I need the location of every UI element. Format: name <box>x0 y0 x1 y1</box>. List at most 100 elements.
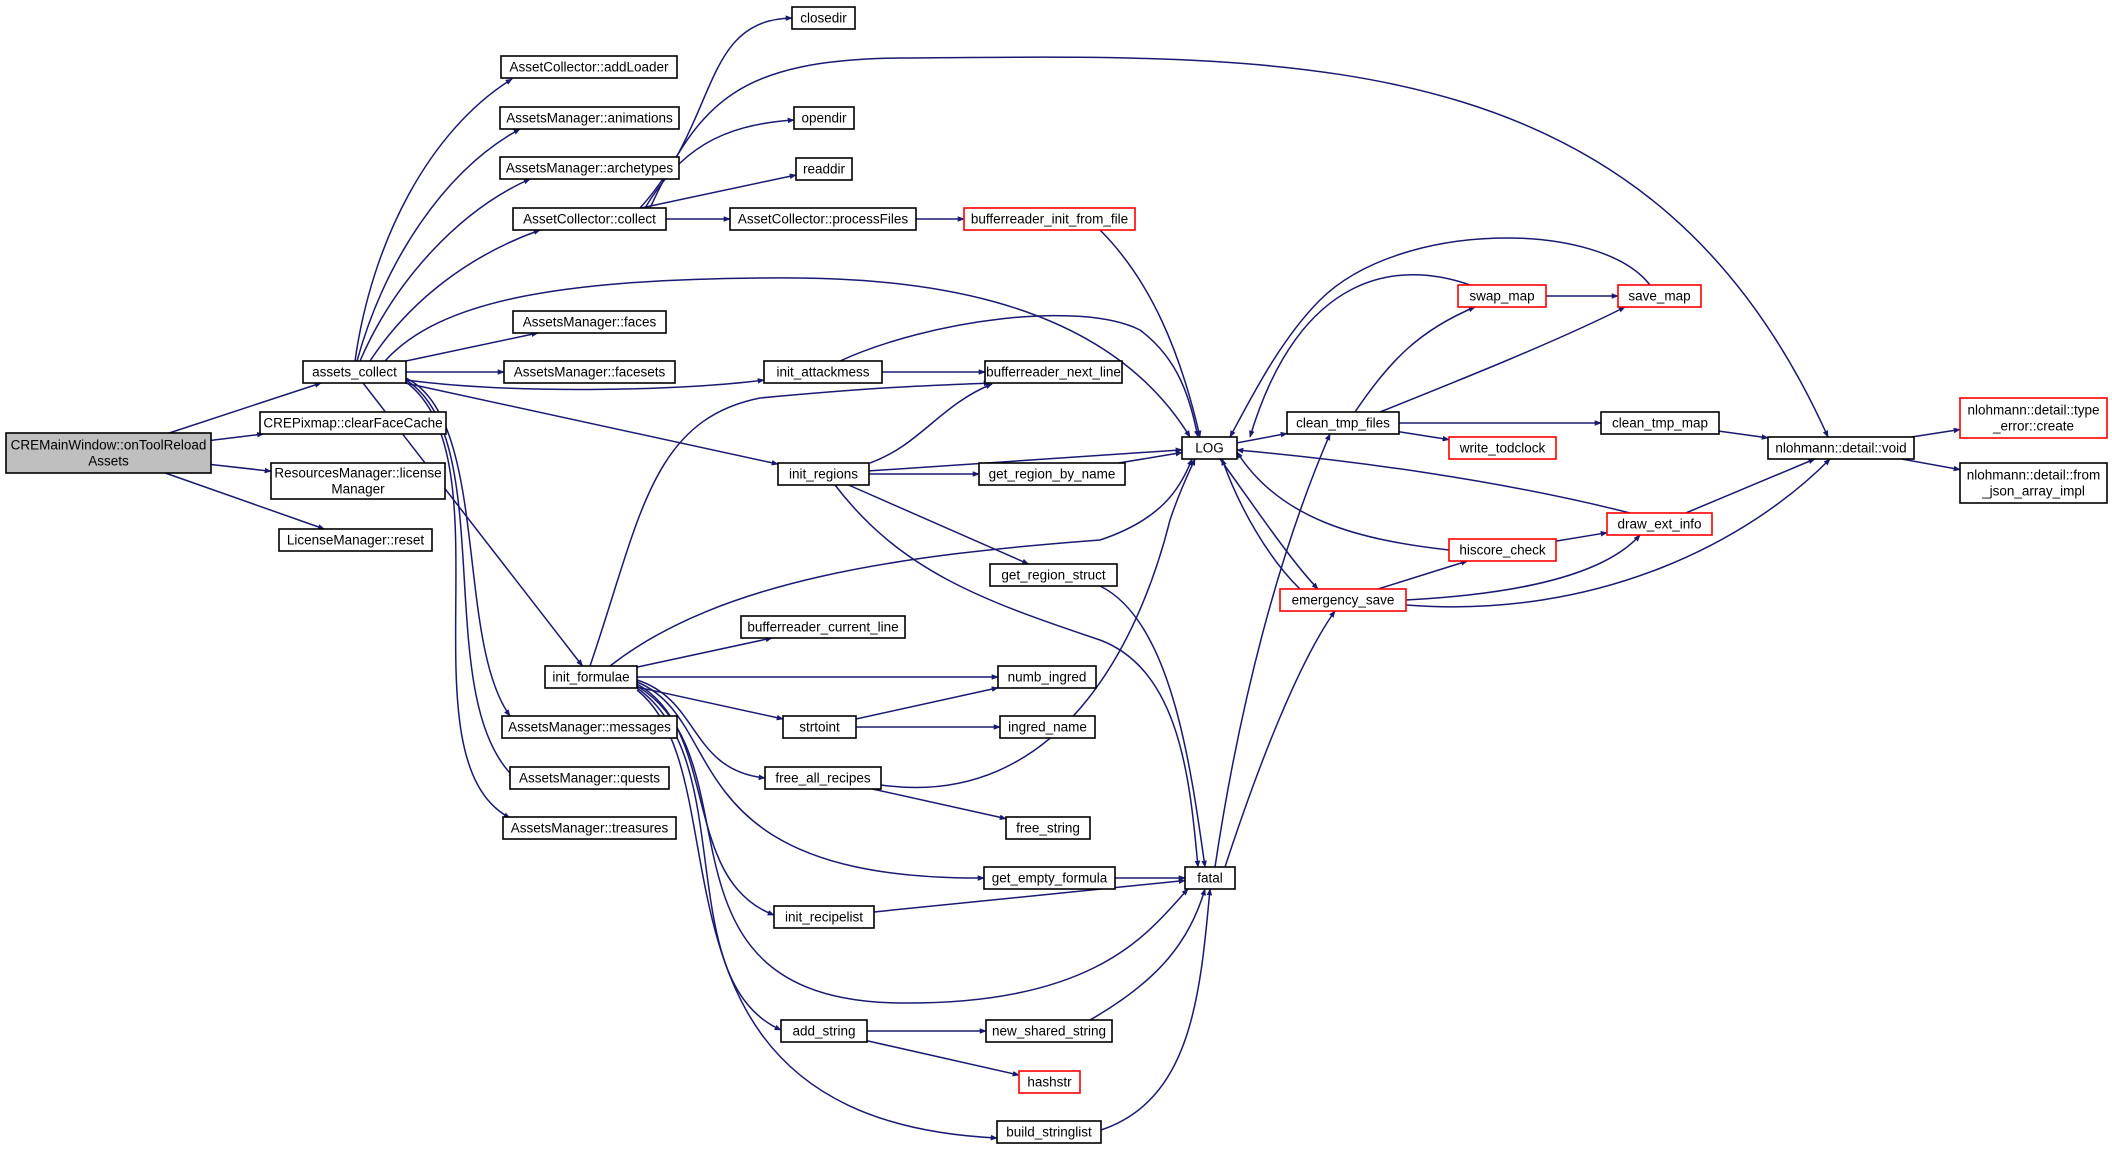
edge-init_formulae-to-init_recipelist <box>636 683 775 916</box>
node-box <box>763 360 883 384</box>
edge-line <box>210 463 272 474</box>
node-assetsmanager-quests[interactable]: AssetsManager::quests <box>509 766 670 790</box>
edge-init_regions-to-bufferreader_next_line <box>869 383 993 464</box>
node-fatal[interactable]: fatal <box>1184 866 1236 890</box>
node-assetcollector-addloader[interactable]: AssetCollector::addLoader <box>500 55 678 79</box>
edge-root-to-crepixmap_clearfacecache <box>210 431 265 442</box>
node-label: swap_map <box>1469 289 1534 304</box>
node-licensemanager-reset[interactable]: LicenseManager::reset <box>278 528 433 552</box>
node-box <box>500 55 678 79</box>
node-save-map[interactable]: save_map <box>1617 284 1702 308</box>
node-label: AssetsManager::archetypes <box>506 161 674 176</box>
node-box <box>503 360 676 384</box>
node-box <box>1600 411 1720 435</box>
node-nlohmann-from-json-array-impl[interactable]: nlohmann::detail::from_json_array_impl <box>1959 462 2108 504</box>
node-init-formulae[interactable]: init_formulae <box>544 665 638 689</box>
edge-log-to-emergency_save <box>1219 458 1319 590</box>
node-init-recipelist[interactable]: init_recipelist <box>773 905 875 929</box>
node-assetsmanager-animations[interactable]: AssetsManager::animations <box>499 106 680 130</box>
node-box <box>740 615 906 639</box>
node-closedir[interactable]: closedir <box>791 6 856 30</box>
edge-emergency_save-to-hiscore_check <box>1377 560 1469 590</box>
node-nlohmann-type-error-create[interactable]: nlohmann::detail::type_error::create <box>1959 397 2108 439</box>
node-box <box>773 905 875 929</box>
edge-assets_collect-to-assetsmanager_archetypes <box>359 178 531 362</box>
node-assetsmanager-archetypes[interactable]: AssetsManager::archetypes <box>499 156 680 180</box>
node-free-string[interactable]: free_string <box>1005 816 1091 840</box>
node-assetcollector-processfiles[interactable]: AssetCollector::processFiles <box>729 207 917 231</box>
node-box <box>780 1019 868 1043</box>
node-label: AssetsManager::animations <box>506 111 673 126</box>
node-box <box>302 360 407 384</box>
node-strtoint[interactable]: strtoint <box>782 715 857 739</box>
edge-line <box>1118 450 1183 464</box>
node-assetsmanager-facesets[interactable]: AssetsManager::facesets <box>503 360 676 384</box>
edge-assets_collect-to-assetsmanager_treasures <box>405 381 511 819</box>
edge-strtoint-to-numb_ingred <box>855 686 999 720</box>
node-bufferreader-init-from-file[interactable]: bufferreader_init_from_file <box>963 207 1136 231</box>
node-clean-tmp-map[interactable]: clean_tmp_map <box>1600 411 1720 435</box>
node-label: readdir <box>803 162 846 177</box>
edge-init_formulae-to-fatal <box>636 685 1189 1004</box>
node-numb-ingred[interactable]: numb_ingred <box>997 665 1097 689</box>
edge-emergency_save-to-draw_ext_info <box>1405 534 1641 601</box>
node-label: init_regions <box>789 467 858 482</box>
edge-init_attackmess-to-log <box>839 314 1200 438</box>
node-init-regions[interactable]: init_regions <box>777 462 870 486</box>
node-draw-ext-info[interactable]: draw_ext_info <box>1606 512 1713 536</box>
node-crepixmap-clearfacecache[interactable]: CREPixmap::clearFaceCache <box>259 411 447 435</box>
node-emergency-save[interactable]: emergency_save <box>1279 588 1407 612</box>
node-box <box>791 6 856 30</box>
node-box <box>989 563 1118 587</box>
node-label: bufferreader_init_from_file <box>971 212 1128 227</box>
node-clean-tmp-files[interactable]: clean_tmp_files <box>1286 411 1400 435</box>
edge-line <box>1229 237 1651 438</box>
node-free-all-recipes[interactable]: free_all_recipes <box>764 766 882 790</box>
node-assetsmanager-faces[interactable]: AssetsManager::faces <box>512 310 667 334</box>
node-bufferreader-next-line[interactable]: bufferreader_next_line <box>984 360 1123 384</box>
edge-assets_collect-to-assetsmanager_quests <box>405 379 516 779</box>
node-hashstr[interactable]: hashstr <box>1018 1070 1081 1094</box>
node-hiscore-check[interactable]: hiscore_check <box>1448 538 1557 562</box>
node-assetsmanager-treasures[interactable]: AssetsManager::treasures <box>502 816 677 840</box>
node-log[interactable]: LOG <box>1181 436 1238 460</box>
edge-assets_collect-to-init_regions <box>404 382 779 466</box>
node-ingred-name[interactable]: ingred_name <box>999 715 1096 739</box>
node-assetcollector-collect[interactable]: AssetCollector::collect <box>512 207 667 231</box>
edge-line <box>649 56 1829 438</box>
node-assetsmanager-messages[interactable]: AssetsManager::messages <box>501 715 678 739</box>
edge-init_formulae-to-log <box>609 458 1193 667</box>
edge-line <box>1089 888 1206 1021</box>
node-assets-collect[interactable]: assets_collect <box>302 360 407 384</box>
node-label: AssetsManager::treasures <box>511 821 669 836</box>
edge-line <box>1099 229 1202 438</box>
node-label: write_todclock <box>1459 441 1546 456</box>
edge-line <box>834 484 1201 868</box>
node-label: free_string <box>1016 821 1080 836</box>
node-get-region-struct[interactable]: get_region_struct <box>989 563 1118 587</box>
node-get-empty-formula[interactable]: get_empty_formula <box>983 866 1116 890</box>
node-init-attackmess[interactable]: init_attackmess <box>763 360 883 384</box>
node-write-todclock[interactable]: write_todclock <box>1448 436 1557 460</box>
node-nlohmann-detail-void[interactable]: nlohmann::detail::void <box>1767 436 1915 460</box>
node-new-shared-string[interactable]: new_shared_string <box>985 1019 1113 1043</box>
node-box <box>978 462 1126 486</box>
edge-line <box>1911 427 1961 438</box>
node-box <box>985 1019 1113 1043</box>
edge-line <box>1221 458 1301 590</box>
edge-new_shared_string-to-fatal <box>1089 888 1206 1021</box>
node-get-region-by-name[interactable]: get_region_by_name <box>978 462 1126 486</box>
node-bufferreader-current-line[interactable]: bufferreader_current_line <box>740 615 906 639</box>
node-opendir[interactable]: opendir <box>793 106 855 130</box>
node-label: add_string <box>792 1024 855 1039</box>
node-add-string[interactable]: add_string <box>780 1019 868 1043</box>
edge-clean_tmp_map-to-nlohmann_detail_void <box>1718 430 1769 440</box>
node-swap-map[interactable]: swap_map <box>1457 284 1547 308</box>
edge-root-to-licensemanager_reset <box>165 472 325 530</box>
node-readdir[interactable]: readdir <box>795 157 853 181</box>
edge-line <box>636 679 766 781</box>
node-box <box>502 816 677 840</box>
node-build-stringlist[interactable]: build_stringlist <box>996 1120 1102 1144</box>
